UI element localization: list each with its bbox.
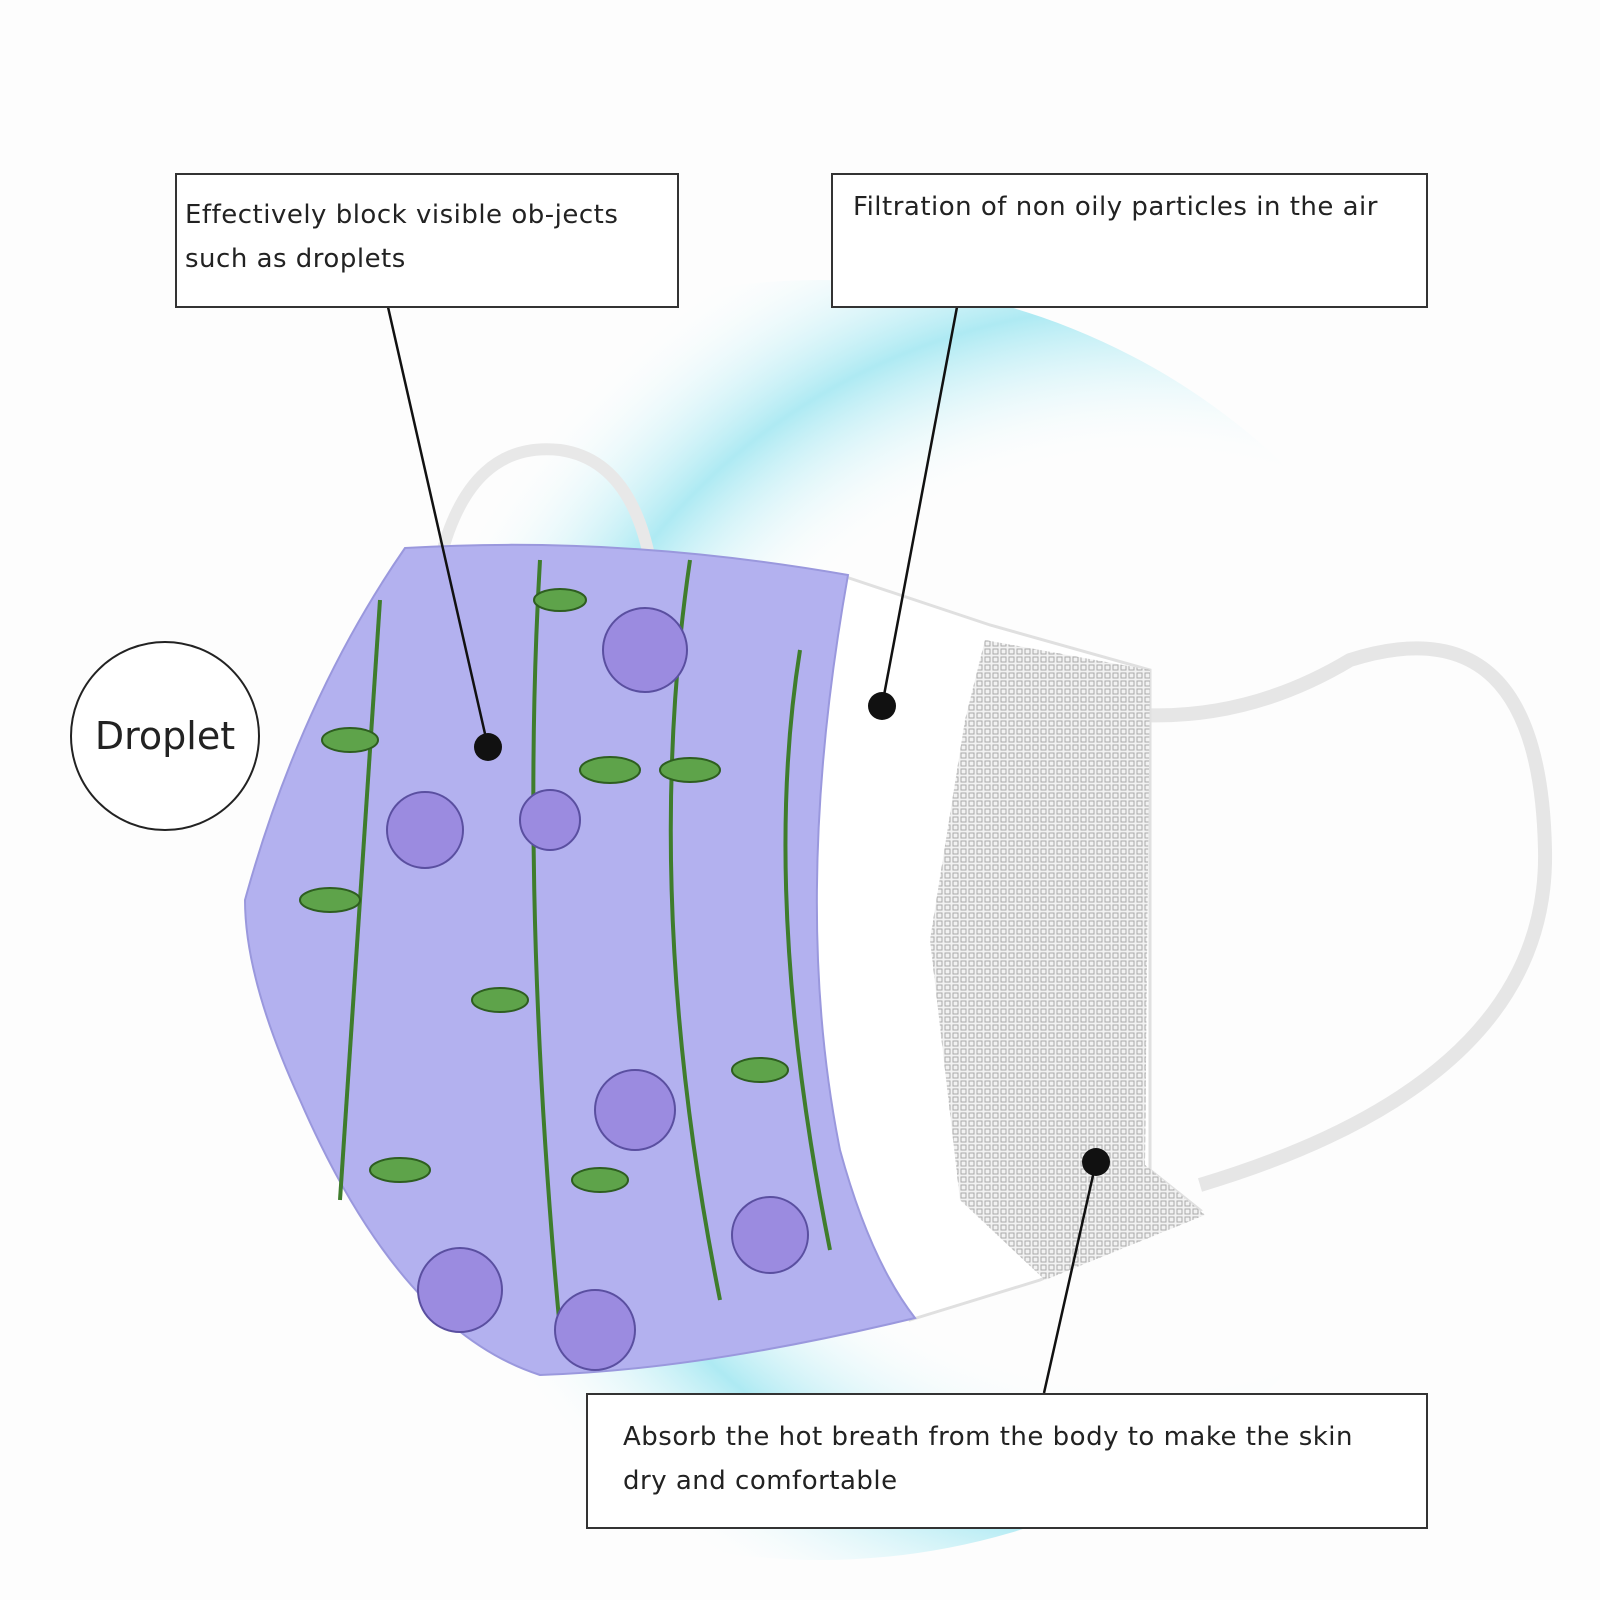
droplet-label: Droplet bbox=[94, 714, 236, 758]
callout-filtration: Filtration of non oily particles in the … bbox=[831, 173, 1428, 308]
leader-line-filtration bbox=[880, 306, 959, 707]
ear-loop-left bbox=[434, 443, 656, 562]
callout-text: Filtration of non oily particles in the … bbox=[853, 192, 1378, 222]
droplet-badge: Droplet bbox=[70, 641, 260, 831]
callout-block-droplets: Effectively block visible ob-jects such … bbox=[175, 173, 679, 308]
marker-dot-outer bbox=[474, 733, 502, 761]
callout-text: Effectively block visible ob-jects such … bbox=[185, 200, 619, 274]
mesh-layer bbox=[930, 640, 1205, 1280]
leader-line-block bbox=[386, 306, 490, 748]
leader-line-absorb bbox=[1042, 1161, 1098, 1394]
marker-dot-inner bbox=[1082, 1148, 1110, 1176]
marker-dot-middle bbox=[868, 692, 896, 720]
callout-absorb: Absorb the hot breath from the body to m… bbox=[586, 1393, 1428, 1529]
ear-loop-right bbox=[1139, 641, 1553, 1192]
callout-text: Absorb the hot breath from the body to m… bbox=[623, 1422, 1353, 1496]
